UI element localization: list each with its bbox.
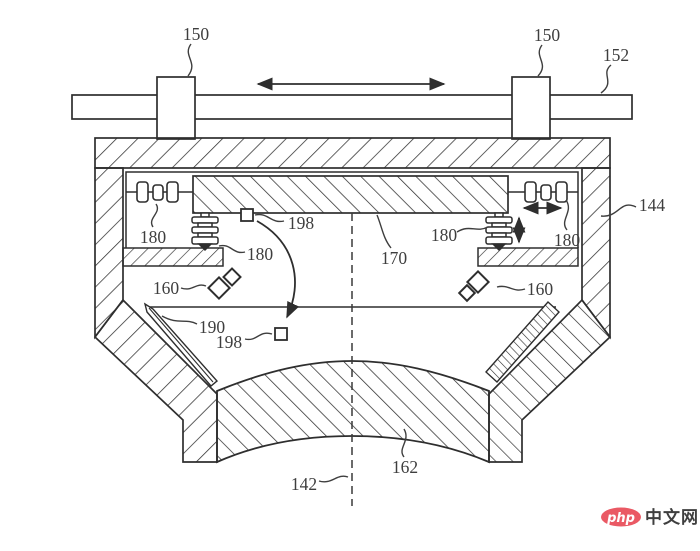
rail-post-left xyxy=(156,76,196,140)
leader-coil-left xyxy=(180,284,207,290)
leader-lines xyxy=(150,43,637,483)
leader-spring-left-vertical xyxy=(218,244,246,254)
label-180-right-horizontal: 180 xyxy=(554,230,581,250)
watermark-logo-text: php xyxy=(606,511,635,526)
coil-diamond xyxy=(206,275,232,301)
spring-bead xyxy=(152,184,164,201)
leader-spring-right-vertical xyxy=(456,226,489,233)
label-160-left: 160 xyxy=(153,278,180,298)
spring-bead xyxy=(555,181,568,203)
coil-right-160 xyxy=(457,269,491,303)
leader-housing xyxy=(600,204,637,217)
watermark-logo-ellipse xyxy=(601,507,641,527)
shelf-left xyxy=(122,247,224,267)
label-180-left-vertical: 180 xyxy=(247,244,274,264)
inner-frame xyxy=(122,171,579,267)
spring-right-horizontal xyxy=(508,181,578,203)
leader-spring-right-horizontal xyxy=(563,199,570,231)
leader-sensor-top xyxy=(254,213,285,223)
spring-bead xyxy=(136,181,149,203)
housing-144 xyxy=(93,137,612,463)
leader-sensor-bottom xyxy=(244,332,273,341)
label-144: 144 xyxy=(639,195,666,215)
label-190: 190 xyxy=(199,317,226,337)
label-142: 142 xyxy=(291,474,317,494)
label-160-right: 160 xyxy=(527,279,554,299)
sensor-bottom-198 xyxy=(274,327,288,341)
spring-right-vertical xyxy=(485,212,513,251)
spring-disc xyxy=(191,226,219,234)
leader-coil-right xyxy=(496,285,526,291)
label-198-bottom: 198 xyxy=(216,332,243,352)
spring-left-vertical xyxy=(191,212,219,252)
spring-foot xyxy=(197,243,213,252)
ramp-midline xyxy=(148,307,214,383)
leader-post-left xyxy=(187,43,193,77)
label-162: 162 xyxy=(392,457,418,477)
spring-bead xyxy=(166,181,179,203)
coil-diamond xyxy=(457,283,477,303)
label-150-right: 150 xyxy=(534,25,561,45)
leader-stage xyxy=(376,214,392,249)
housing-right-slope-foot xyxy=(488,298,612,463)
coil-left-160 xyxy=(206,267,242,301)
label-170: 170 xyxy=(381,248,408,268)
shelf-right xyxy=(477,247,579,267)
spring-disc xyxy=(191,236,219,245)
spring-bead xyxy=(524,181,537,203)
housing-top-wall xyxy=(94,137,611,169)
leader-optical-axis xyxy=(318,475,349,483)
coil-diamond xyxy=(465,269,491,295)
stage-plate-170 xyxy=(192,175,509,214)
php-watermark: php 中文网 xyxy=(601,507,699,528)
label-180-right-vertical: 180 xyxy=(431,225,458,245)
leader-post-right xyxy=(537,44,544,77)
spring-disc xyxy=(191,216,219,224)
rail-post-right xyxy=(511,76,551,140)
leader-ramp xyxy=(161,315,198,325)
coil-diamond xyxy=(222,267,242,287)
label-198-top: 198 xyxy=(288,213,315,233)
lens-element-162 xyxy=(216,360,490,464)
guide-rail-assembly xyxy=(71,76,633,140)
inner-frame-outline xyxy=(125,171,579,248)
leader-lens xyxy=(401,428,407,458)
ramp-strip-190 xyxy=(143,302,219,387)
spring-bead xyxy=(540,184,552,201)
sensor-top-198 xyxy=(240,208,254,222)
label-180-left-horizontal: 180 xyxy=(140,227,167,247)
watermark-site-text: 中文网 xyxy=(645,507,699,528)
ramp-strip-right xyxy=(485,301,560,383)
sensor-swing-arrow xyxy=(256,220,300,319)
leader-spring-left-horizontal xyxy=(150,203,159,228)
label-150-left: 150 xyxy=(183,24,210,44)
reference-labels: 150 150 152 144 198 180 180 180 180 170 … xyxy=(140,24,666,494)
spring-left-horizontal xyxy=(126,181,193,203)
label-152: 152 xyxy=(603,45,629,65)
leader-rail xyxy=(600,64,612,94)
